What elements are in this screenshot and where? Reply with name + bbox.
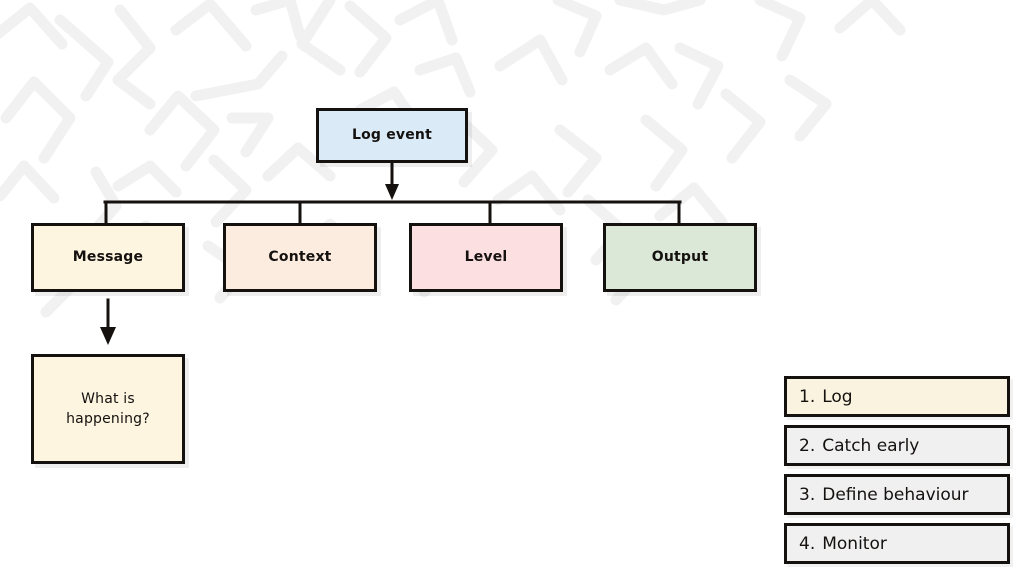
node-what-is-happening-line1: What is (81, 390, 135, 407)
node-what-is-happening[interactable]: What is happening? (31, 354, 185, 464)
step-item-2-number: 2. (799, 435, 816, 456)
node-log-event[interactable]: Log event (316, 108, 468, 163)
step-item-3-number: 3. (799, 484, 816, 505)
step-item-2-label: Catch early (822, 435, 920, 456)
step-item-3-label: Define behaviour (822, 484, 969, 505)
node-message-label: Message (72, 248, 144, 265)
steps-list: 1. Log 2. Catch early 3. Define behaviou… (784, 376, 1010, 564)
step-item-2[interactable]: 2. Catch early (784, 425, 1010, 466)
node-what-is-happening-line2: happening? (66, 411, 150, 427)
node-message[interactable]: Message (31, 223, 185, 292)
step-item-1[interactable]: 1. Log (784, 376, 1010, 417)
step-item-4-number: 4. (799, 533, 816, 554)
node-output[interactable]: Output (603, 223, 757, 292)
arrowhead-log-event (385, 184, 399, 200)
node-level-label: Level (464, 248, 508, 265)
node-context-label: Context (268, 248, 332, 265)
step-item-1-label: Log (822, 386, 853, 407)
node-output-label: Output (651, 248, 709, 265)
node-what-is-happening-label: What is happening? (66, 389, 150, 430)
step-item-4-label: Monitor (822, 533, 887, 554)
node-log-event-label: Log event (351, 126, 432, 143)
node-context[interactable]: Context (223, 223, 377, 292)
step-item-4[interactable]: 4. Monitor (784, 523, 1010, 564)
arrowhead-message-detail (100, 327, 116, 345)
step-item-1-number: 1. (799, 386, 816, 407)
node-level[interactable]: Level (409, 223, 563, 292)
step-item-3[interactable]: 3. Define behaviour (784, 474, 1010, 515)
